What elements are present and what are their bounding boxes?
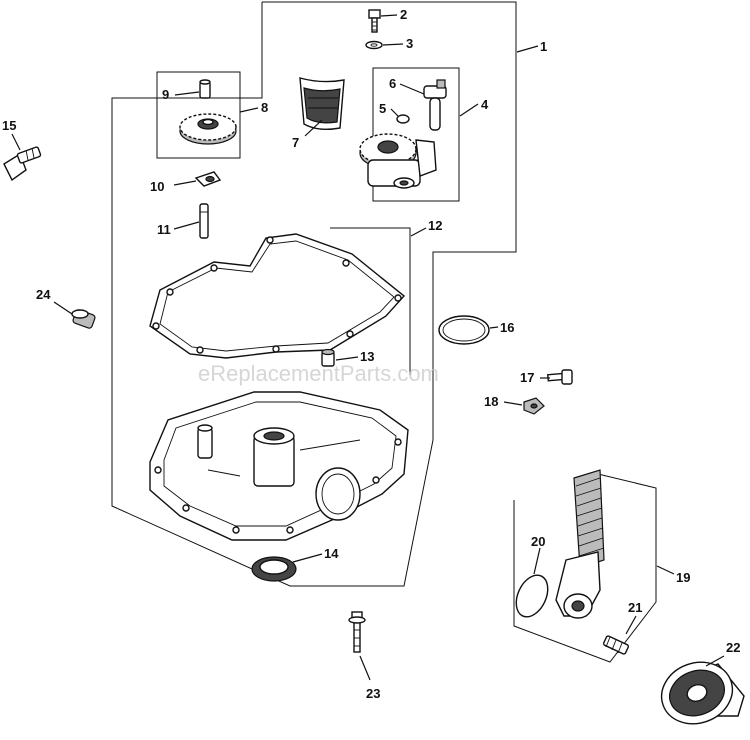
callout-3: 3 <box>406 36 413 51</box>
group-box-8 <box>156 71 241 159</box>
pin-part-9 <box>199 79 211 99</box>
closure-plate-part-1 <box>149 391 409 541</box>
callout-23: 23 <box>366 686 380 701</box>
callout-2: 2 <box>400 7 407 22</box>
callout-4: 4 <box>481 97 489 112</box>
drain-plug-part-24 <box>71 309 96 329</box>
callout-1: 1 <box>540 39 547 54</box>
callout-13: 13 <box>360 349 374 364</box>
callout-14: 14 <box>324 546 339 561</box>
callout-15: 15 <box>2 118 16 133</box>
bearing-part-7 <box>299 77 345 131</box>
callout-17: 17 <box>520 370 534 385</box>
callout-7: 7 <box>292 135 299 150</box>
o-ring-part-5 <box>396 114 410 124</box>
stud-part-21 <box>602 635 630 655</box>
washer-part-10 <box>194 171 222 187</box>
leader-lines <box>11 14 725 681</box>
callout-20: 20 <box>531 534 545 549</box>
o-ring-part-16 <box>438 315 490 345</box>
callout-labels: 1 2 3 4 5 6 7 8 9 10 11 12 13 14 15 16 1… <box>2 7 740 701</box>
callout-12: 12 <box>428 218 442 233</box>
callout-24: 24 <box>36 287 51 302</box>
callout-21: 21 <box>628 600 642 615</box>
group-boundary-1 <box>111 1 517 587</box>
plug-part-13 <box>321 348 335 367</box>
callout-8: 8 <box>261 100 268 115</box>
callout-6: 6 <box>389 76 396 91</box>
watermark: eReplacementParts.com <box>198 361 439 386</box>
bolt-part-17 <box>547 369 573 385</box>
oil-cooler-part-19 <box>555 469 605 619</box>
nut-part-18 <box>523 397 545 415</box>
bolt-part-23 <box>348 611 366 653</box>
callout-22: 22 <box>726 640 740 655</box>
oil-pump-part-4 <box>359 133 437 189</box>
oil-filter-part-22 <box>660 661 745 725</box>
group-boundary-19 <box>513 473 657 663</box>
gasket-part-12 <box>149 233 406 359</box>
gear-part-8 <box>179 113 237 145</box>
seal-part-14 <box>251 556 297 582</box>
callout-16: 16 <box>500 320 514 335</box>
callout-5: 5 <box>379 101 386 116</box>
dowel-part-11 <box>199 203 209 239</box>
o-ring-part-20 <box>515 574 549 618</box>
fitting-part-6 <box>423 79 447 131</box>
group-boundary-12 <box>330 227 411 375</box>
callout-10: 10 <box>150 179 164 194</box>
callout-9: 9 <box>162 87 169 102</box>
washer-part-3 <box>365 40 383 50</box>
elbow-fitting-part-15 <box>3 146 42 182</box>
callout-18: 18 <box>484 394 498 409</box>
group-box-4 <box>372 67 460 202</box>
callout-19: 19 <box>676 570 690 585</box>
bolt-part-2 <box>368 9 381 33</box>
callout-11: 11 <box>157 222 171 237</box>
